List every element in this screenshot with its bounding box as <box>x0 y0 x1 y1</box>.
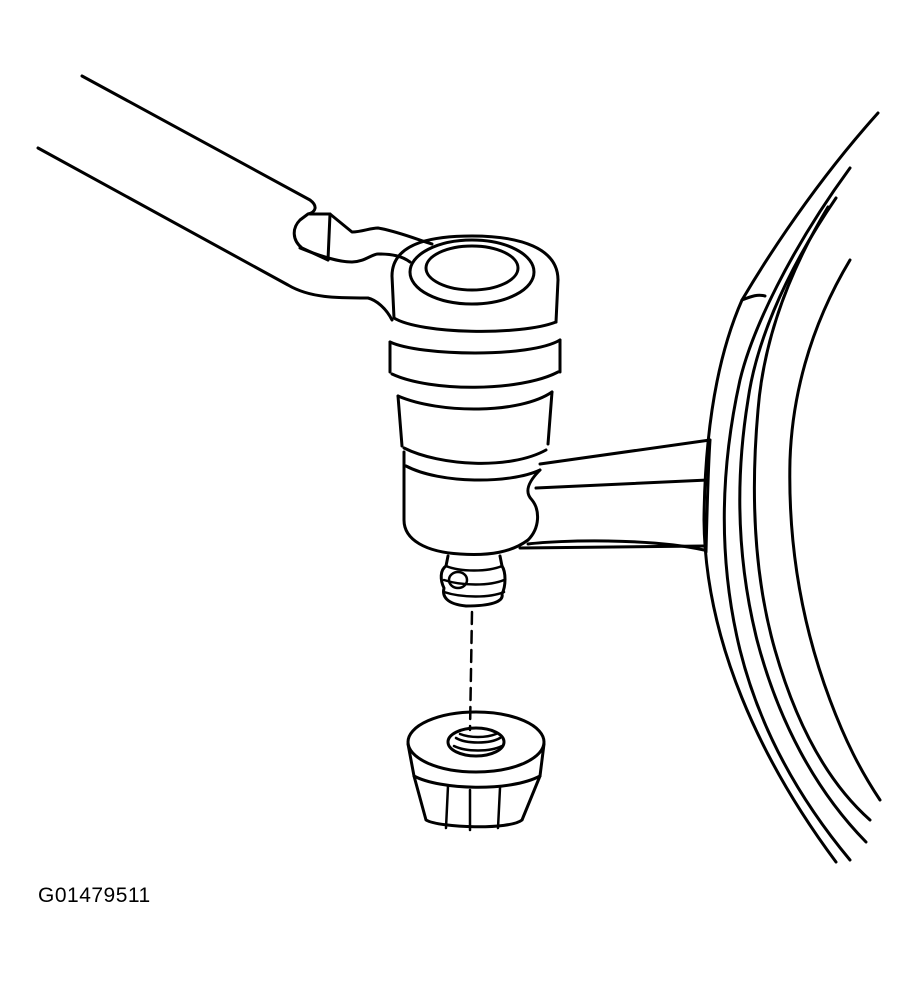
figure-code-label: G01479511 <box>38 884 151 907</box>
tie-rod-shaft <box>36 74 434 322</box>
castle-nut <box>406 710 546 832</box>
ball-stud <box>439 554 507 732</box>
tire-wheel-edge <box>702 111 882 864</box>
tie-rod-end-housing <box>388 234 562 556</box>
steering-arm <box>518 438 712 554</box>
